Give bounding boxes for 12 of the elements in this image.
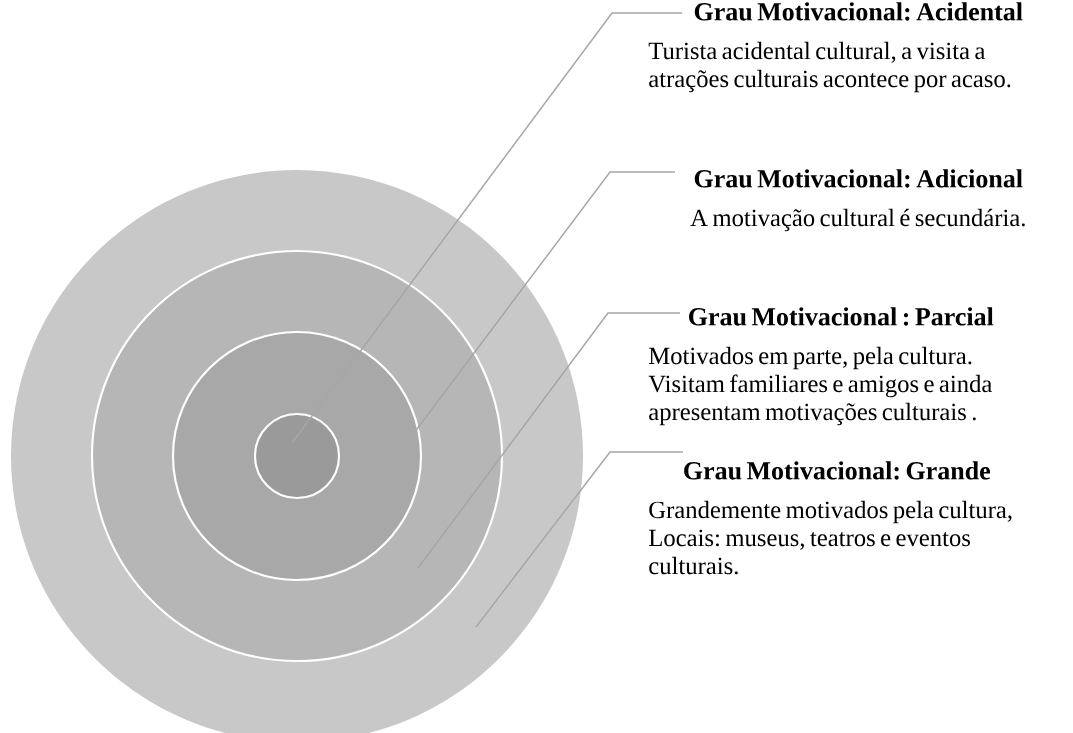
leader-line <box>291 12 683 444</box>
leader-line <box>417 312 681 569</box>
concentric-circle <box>253 412 341 500</box>
heading: Grau Motivacional: Adicional <box>694 169 1023 188</box>
heading: Grau Motivacional : Parcial <box>689 307 994 326</box>
description-text: Motivados em parte, pela cultura. Visitam familiares e amigos e ainda apresentam motivações culturais . <box>648 346 992 426</box>
heading: Grau Motivacional: Grande <box>684 461 991 480</box>
description-text: Grandemente motivados pela cultura, Locais: museus, teatros e eventos culturais. <box>649 500 1012 575</box>
description-text: Turista acidental cultural, a visita a atrações culturais acontece por acaso. <box>648 41 1011 93</box>
leader-line <box>475 451 684 628</box>
description-text: A motivação cultural é secundária. <box>690 208 1025 232</box>
heading: Grau Motivacional: Acidental <box>694 2 1023 21</box>
